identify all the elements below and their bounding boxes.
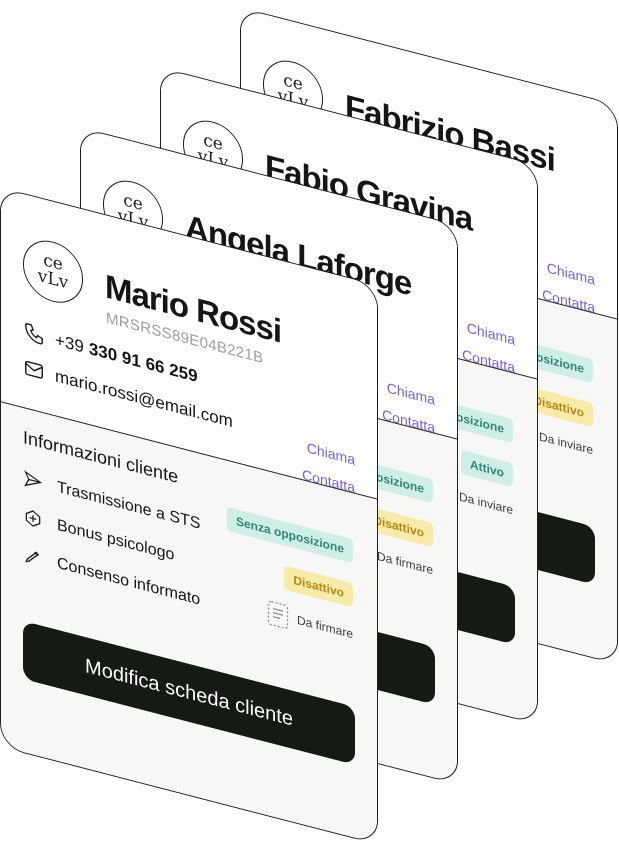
brain-icon bbox=[23, 506, 45, 534]
edit-client-button[interactable]: Modifica scheda cliente bbox=[23, 620, 355, 765]
bonus-status-badge: Attivo bbox=[461, 449, 513, 488]
phone-icon bbox=[23, 320, 47, 350]
call-link[interactable]: Chiama bbox=[466, 319, 515, 348]
client-card-mario-rossi: ce vLv Mario Rossi MRSRSS89E04B221B +39 … bbox=[0, 187, 378, 845]
doc-status-label: Da firmare bbox=[296, 612, 353, 642]
pen-icon bbox=[23, 544, 45, 572]
call-link[interactable]: Chiama bbox=[546, 259, 595, 288]
sts-status-badge: Senza opposizione bbox=[226, 506, 353, 564]
doc-status-label: Da inviare bbox=[458, 489, 513, 518]
mail-icon bbox=[23, 356, 47, 386]
card-body: Informazioni cliente Trasmissione a STS … bbox=[1, 401, 377, 844]
doc-status-label: Da firmare bbox=[376, 548, 433, 578]
call-link[interactable]: Chiama bbox=[386, 379, 435, 408]
sts-row: Trasmissione a STS bbox=[23, 468, 200, 536]
phone-row: +39 330 91 66 259 bbox=[23, 320, 198, 389]
consent-row: Consenso informato bbox=[23, 544, 200, 612]
phone-prefix: +39 bbox=[55, 330, 84, 357]
email-row: mario.rossi@email.com bbox=[23, 356, 233, 434]
consent-label: Consenso informato bbox=[57, 554, 201, 609]
document-icon bbox=[267, 599, 289, 631]
card-header: ce vLv Mario Rossi MRSRSS89E04B221B +39 … bbox=[1, 188, 377, 499]
consent-doc-status: Da inviare bbox=[539, 429, 593, 457]
call-link[interactable]: Chiama bbox=[306, 439, 355, 468]
bonus-row: Bonus psicologo bbox=[23, 506, 174, 567]
consent-doc-status: Da inviare bbox=[459, 489, 513, 517]
bonus-status-badge: Disattivo bbox=[284, 565, 353, 608]
consent-doc-status[interactable]: Da firmare bbox=[267, 599, 353, 647]
avatar: ce vLv bbox=[23, 233, 83, 310]
doc-status-label: Da inviare bbox=[538, 429, 593, 458]
consent-doc-status: Da firmare bbox=[377, 549, 433, 577]
send-icon bbox=[23, 468, 45, 496]
